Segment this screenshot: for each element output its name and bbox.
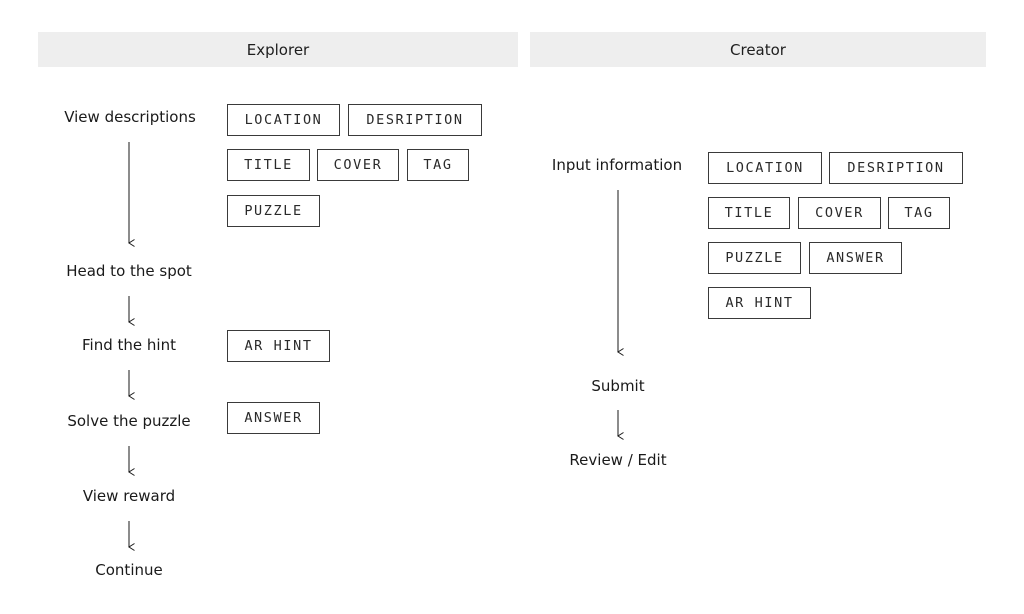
creator-chip-puzzle: PUZZLE xyxy=(708,242,801,274)
step-head-to-spot: Head to the spot xyxy=(66,262,192,280)
explorer-chip-tag: TAG xyxy=(407,149,469,181)
step-find-hint: Find the hint xyxy=(82,336,176,354)
creator-chip-ar-hint: AR HINT xyxy=(708,287,811,319)
explorer-chip-ar-hint: AR HINT xyxy=(227,330,330,362)
explorer-chip-description: DESRIPTION xyxy=(348,104,482,136)
step-input-information: Input information xyxy=(551,156,683,174)
creator-chip-description: DESRIPTION xyxy=(829,152,963,184)
explorer-chip-answer: ANSWER xyxy=(227,402,320,434)
creator-chip-tag: TAG xyxy=(888,197,950,229)
explorer-chip-cover: COVER xyxy=(317,149,399,181)
step-continue: Continue xyxy=(95,561,163,579)
step-solve-puzzle: Solve the puzzle xyxy=(67,412,191,430)
creator-header: Creator xyxy=(530,32,986,67)
explorer-chip-location: LOCATION xyxy=(227,104,340,136)
explorer-header: Explorer xyxy=(38,32,518,67)
step-view-descriptions: View descriptions xyxy=(64,108,196,126)
explorer-chip-puzzle: PUZZLE xyxy=(227,195,320,227)
explorer-chip-title: TITLE xyxy=(227,149,310,181)
creator-chip-title: TITLE xyxy=(708,197,790,229)
step-review-edit: Review / Edit xyxy=(569,451,667,469)
creator-chip-location: LOCATION xyxy=(708,152,822,184)
creator-chip-cover: COVER xyxy=(798,197,881,229)
step-submit: Submit xyxy=(591,377,645,395)
step-view-reward: View reward xyxy=(82,487,176,505)
creator-chip-answer: ANSWER xyxy=(809,242,902,274)
